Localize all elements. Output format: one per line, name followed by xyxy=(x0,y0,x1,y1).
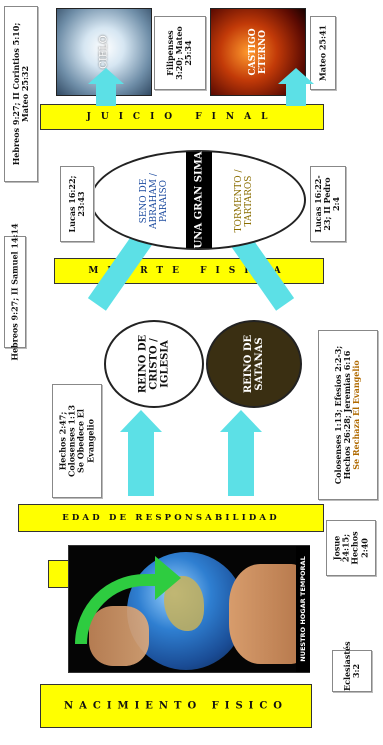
ref-eclesiastes: Eclesiastés 3:2 xyxy=(332,641,372,692)
label-seno: SENO DE ABRAHAM / PARAISO xyxy=(139,173,169,229)
banner-juicio: JUICIO FINAL xyxy=(40,104,324,130)
arrow-head-cielo-icon xyxy=(88,68,124,84)
ref-lucas-2: Lucas 16:22-23; II Pedro 2:4 xyxy=(310,166,346,242)
arrow-up-satanas xyxy=(228,430,254,496)
label-tormento: TORMENTO / TARTAROS xyxy=(234,169,254,233)
green-arrow-icon xyxy=(75,574,165,644)
banner-edad: EDAD DE RESPONSABILIDAD xyxy=(18,504,324,532)
ref-josue: Josue 24:15; Hechos 2:40 xyxy=(326,520,376,576)
arrow-head-castigo-icon xyxy=(278,68,314,84)
ref-lucas-1: Lucas 16:22; 23:43 xyxy=(60,166,94,242)
ref-hechos-colosenses: Hechos 2:47; Colosenses 1:13 Se Obedece … xyxy=(52,384,102,498)
oval-reino-cristo: REINO DE CRISTO / IGLESIA xyxy=(104,320,204,408)
green-arrow-head-icon xyxy=(155,556,181,600)
ref-filipenses: Filipenses 3:20; Mateo 25:34 xyxy=(154,16,206,90)
arrow-to-cielo xyxy=(96,82,116,106)
arrow-head-cristo-icon xyxy=(120,410,162,432)
ref-hebreos-samuel: Hebreos 9:27; II Samuel 14:14 xyxy=(4,223,26,361)
arrow-head-satanas-icon xyxy=(220,410,262,432)
sima-divider xyxy=(186,152,212,248)
ref-mateo: Mateo 25:41 xyxy=(310,16,336,90)
arrow-up-cristo xyxy=(128,430,154,496)
banner-muerte: MUERTE FISICA xyxy=(54,258,324,284)
arrow-to-castigo xyxy=(286,82,306,106)
hand-shape xyxy=(229,564,307,664)
label-sima: UNA GRAN SIMA xyxy=(193,151,205,249)
oval-reino-satanas: REINO DE SATANAS xyxy=(206,320,302,408)
ref-colosenses-efesios: Colosenses 1:13; Efesios 2:2-3; Hechos 2… xyxy=(318,330,378,500)
globe-image xyxy=(68,545,310,673)
ref-hebreos-corintios: Hebreos 9:27; II Corintios 5:10; Mateo 2… xyxy=(4,6,38,182)
globe-caption: NUESTRO HOGAR TEMPORAL xyxy=(296,546,310,672)
banner-nacimiento-col: NACIMIENTO FISICO xyxy=(40,684,312,728)
